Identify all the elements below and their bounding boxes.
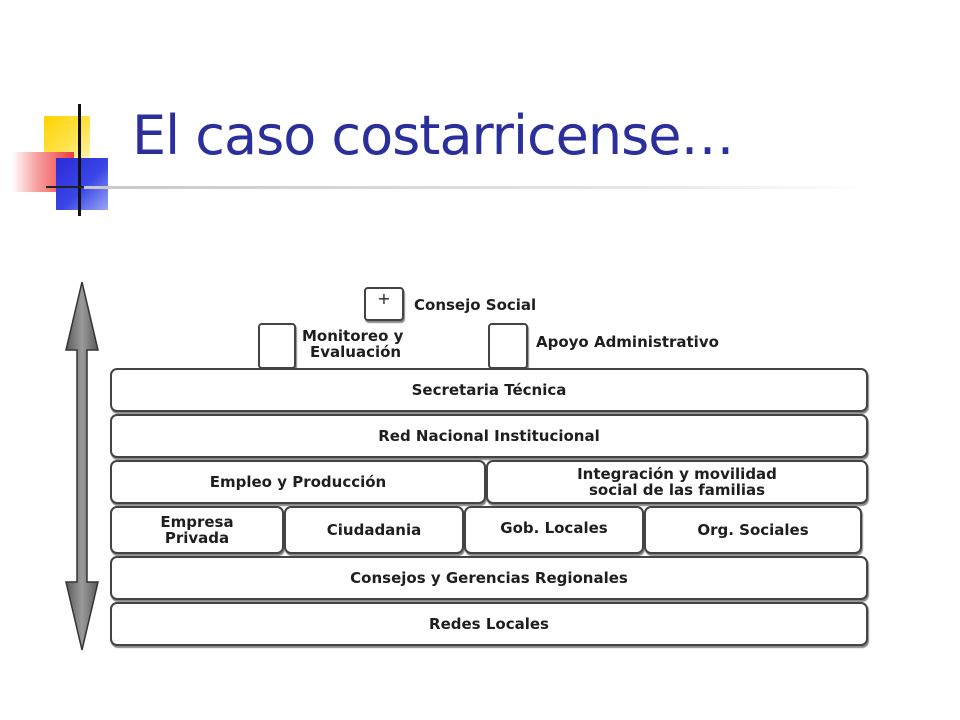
secretaria-tecnica-box: Secretaria Técnica (110, 368, 868, 412)
redes-locales-box: Redes Locales (110, 602, 868, 646)
empresa-label-line1: Empresa (160, 513, 234, 531)
ciudadania-box: Ciudadania (284, 506, 464, 554)
consejo-social-box: + (364, 287, 404, 321)
ciudadania-label: Ciudadania (326, 521, 422, 539)
empresa-privada-box: Empresa Privada (110, 506, 284, 554)
empleo-box: Empleo y Producción (110, 460, 486, 504)
gob-locales-label: Gob. Locales (500, 519, 608, 537)
monitoreo-box (258, 323, 296, 369)
empresa-label-line2: Privada (164, 529, 230, 547)
red-nacional-label: Red Nacional Institucional (378, 427, 600, 445)
integracion-label-line2: social de las familias (588, 481, 766, 499)
logo-vertical-line (78, 104, 81, 216)
apoyo-label: Apoyo Administrativo (536, 333, 719, 351)
org-sociales-label: Org. Sociales (697, 521, 809, 539)
empleo-label: Empleo y Producción (209, 473, 387, 491)
monitoreo-label-line1: Monitoreo y (302, 327, 404, 345)
consejos-regionales-label: Consejos y Gerencias Regionales (350, 569, 628, 587)
secretaria-tecnica-label: Secretaria Técnica (411, 381, 567, 399)
red-nacional-box: Red Nacional Institucional (110, 414, 868, 458)
org-sociales-box: Org. Sociales (644, 506, 862, 554)
integracion-box: Integración y movilidad social de las fa… (486, 460, 868, 504)
logo-blue-square (56, 158, 108, 210)
title-underline (84, 186, 874, 189)
plus-icon: + (377, 289, 391, 308)
slide-logo (0, 96, 140, 226)
redes-locales-label: Redes Locales (429, 615, 549, 633)
consejos-regionales-box: Consejos y Gerencias Regionales (110, 556, 868, 600)
apoyo-box (488, 323, 528, 369)
double-arrow-vertical-icon (65, 281, 99, 651)
monitoreo-label-line2: Evaluación (310, 343, 402, 361)
gob-locales-box: Gob. Locales (464, 506, 644, 554)
logo-yellow-square (44, 116, 90, 158)
integracion-label-line1: Integración y movilidad (577, 465, 777, 483)
consejo-social-label: Consejo Social (414, 296, 537, 314)
page-title: El caso costarricense… (132, 104, 734, 167)
